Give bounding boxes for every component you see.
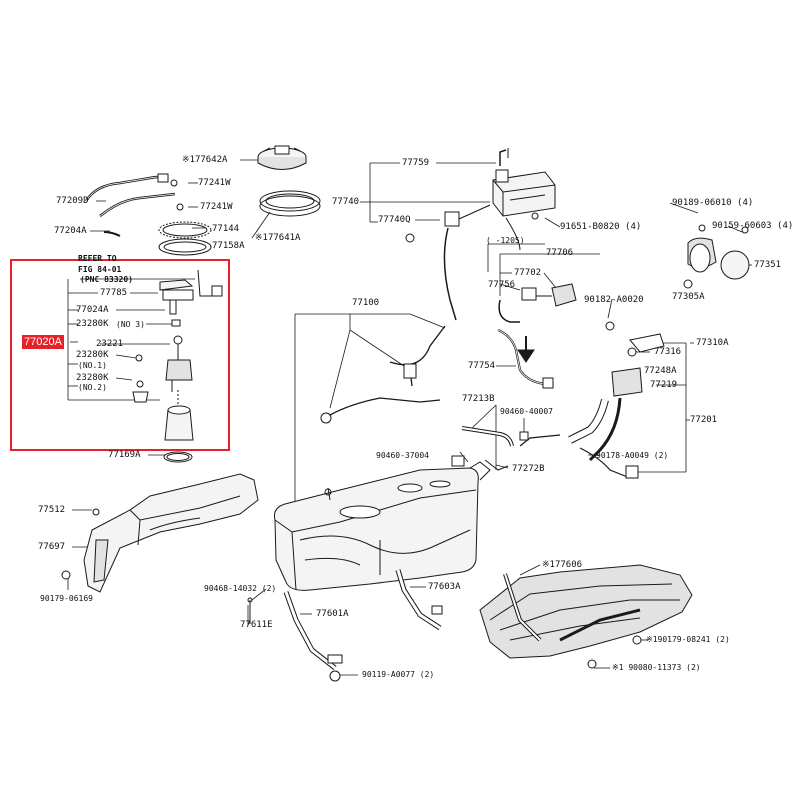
label-77512: 77512 [38,505,66,515]
label-no2: (NO.2) [78,383,107,392]
label-190080: ※1 90080-11373 (2) [612,663,701,672]
label-77754: 77754 [468,361,496,371]
heat-shield [61,473,259,593]
label-77241W-upper: 77241W [198,178,231,188]
label-90119: 90119-A0077 (2) [362,670,435,679]
label-77209D: 77209D [56,196,89,206]
label-77611E: 77611E [240,620,273,630]
label-177641A: ※177641A [255,233,301,243]
label-77248A: 77248A [644,366,677,376]
label-77697: 77697 [38,542,66,552]
label-90468: 90468-14032 (2) [204,584,277,593]
skid-plate [479,564,693,669]
label-77201: 77201 [690,415,718,425]
label-90460-37004: 90460-37004 [376,451,429,460]
label-fig-ref: FIG 84-01 [78,265,122,274]
highlight-box-pump-module [10,259,230,451]
label-77305A: 77305A [672,292,705,302]
label-177642A: ※177642A [182,155,228,165]
label-77702: 77702 [514,268,542,278]
label-23280K-no2: 23280K [76,373,109,383]
label-90460-40007: 90460-40007 [500,407,553,416]
label-no3: (NO 3) [116,320,145,329]
label-91651: 91651-B0820 (4) [560,222,642,232]
label-77144: 77144 [212,224,240,234]
label-77740Q: 77740Q [378,215,411,225]
label-77756: 77756 [488,280,516,290]
label-23280K-no3: 23280K [76,319,109,329]
label-no1: (NO.1) [78,361,107,370]
label-77219: 77219 [650,380,678,390]
label-range-1205: ( -1205) [486,236,525,245]
label-90179-06169: 90179-06169 [40,594,93,603]
label-77169A: 77169A [108,450,141,460]
label-77204A: 77204A [54,226,87,236]
label-77272B: 77272B [512,464,545,474]
label-77241W-lower: 77241W [200,202,233,212]
label-90159: 90159-60603 (4) [712,221,794,231]
label-77351: 77351 [754,260,782,270]
fuel-pump-module [132,269,223,463]
valve-assembly [498,283,615,363]
label-90189: 90189-06010 (4) [672,198,754,208]
label-77213B: 77213B [462,394,495,404]
pump-cover-assembly [84,145,321,256]
fuel-tank [274,461,491,591]
fuel-hoses [320,325,554,471]
label-77785: 77785 [100,288,128,298]
label-pnc-ref: (PNC 83320) [80,275,133,284]
label-77020A-highlighted: 77020A [22,335,64,349]
label-190179: ※190179-08241 (2) [646,635,730,644]
label-77100: 77100 [352,298,380,308]
filler-pipe [519,333,665,479]
label-77601A: 77601A [316,609,349,619]
label-77024A: 77024A [76,305,109,315]
label-refer-to: REFER TO [78,254,117,263]
label-23221: 23221 [96,339,124,349]
label-77759: 77759 [402,158,430,168]
label-77316: 77316 [654,347,682,357]
label-23280K-no1: 23280K [76,350,109,360]
label-77706: 77706 [546,248,574,258]
label-90182: 90182-A0020 [584,295,644,305]
filler-cap [683,224,750,289]
label-77603A: 77603A [428,582,461,592]
tank-straps [247,569,443,682]
label-77740: 77740 [332,197,360,207]
label-90178: 90178-A0049 (2) [596,451,669,460]
label-177606: ※177606 [542,560,583,570]
charcoal-canister [405,148,556,321]
label-77310A: 77310A [696,338,729,348]
label-77158A: 77158A [212,241,245,251]
